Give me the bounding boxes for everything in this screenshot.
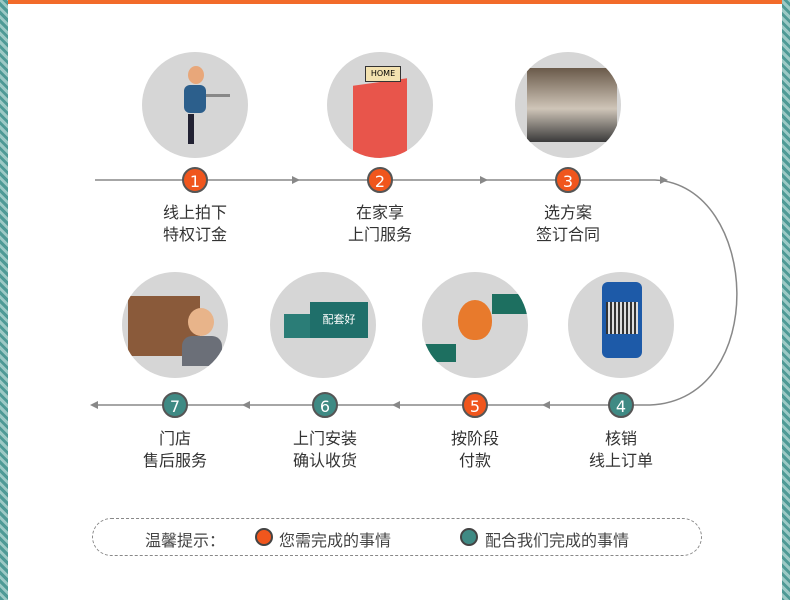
step-6-image-truck: 配套好: [270, 272, 376, 378]
label-line: 上门安装: [292, 429, 357, 448]
customer-dot-icon: [255, 528, 273, 546]
label-line: 签订合同: [535, 225, 600, 244]
step-4-badge: 4: [608, 392, 634, 418]
label-line: 付款: [458, 451, 491, 470]
step-2-label: 在家享上门服务: [310, 202, 450, 246]
label-line: 确认收货: [292, 451, 357, 470]
label-line: 线上订单: [588, 451, 653, 470]
step-5-image-money-bag: [422, 272, 528, 378]
step-1-badge: 1: [182, 167, 208, 193]
step-1-label: 线上拍下特权订金: [125, 202, 265, 246]
step-3-image-bedroom: [515, 52, 621, 158]
step-2-image-home: HOME: [327, 52, 433, 158]
step-5-label: 按阶段付款: [405, 428, 545, 472]
step-3-badge: 3: [555, 167, 581, 193]
truck-text: 配套好: [310, 302, 368, 338]
legend-partner: 配合我们完成的事情: [485, 531, 630, 550]
label-line: 在家享: [355, 203, 404, 222]
label-line: 门店: [158, 429, 191, 448]
step-7-badge: 7: [162, 392, 188, 418]
legend-title: 温馨提示：: [145, 531, 226, 550]
step-2-badge: 2: [367, 167, 393, 193]
step-6-badge: 6: [312, 392, 338, 418]
label-line: 售后服务: [142, 451, 207, 470]
step-3-label: 选方案签订合同: [498, 202, 638, 246]
step-1-image-person-laptop: [142, 52, 248, 158]
label-line: 核销: [604, 429, 637, 448]
step-4-label: 核销线上订单: [551, 428, 691, 472]
step-7-label: 门店售后服务: [105, 428, 245, 472]
label-line: 线上拍下: [162, 203, 227, 222]
step-4-image-phone-qr: [568, 272, 674, 378]
step-7-image-store: [122, 272, 228, 378]
label-line: 上门服务: [347, 225, 412, 244]
label-line: 选方案: [543, 203, 592, 222]
label-line: 特权订金: [162, 225, 227, 244]
legend-customer: 您需完成的事情: [279, 531, 392, 550]
home-sign: HOME: [365, 66, 401, 82]
legend-box: 温馨提示： 您需完成的事情 配合我们完成的事情: [92, 518, 702, 556]
step-6-label: 上门安装确认收货: [255, 428, 395, 472]
label-line: 按阶段: [450, 429, 499, 448]
partner-dot-icon: [460, 528, 478, 546]
step-5-badge: 5: [462, 392, 488, 418]
